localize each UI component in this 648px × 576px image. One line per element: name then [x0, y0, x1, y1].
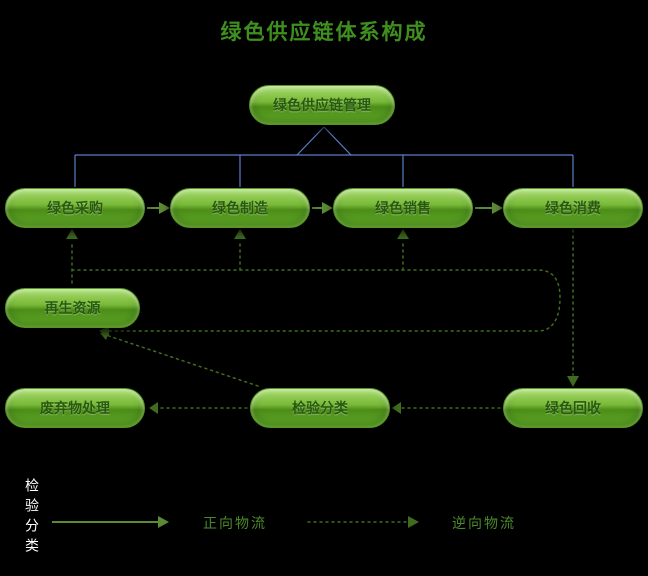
arrowhead [149, 402, 158, 414]
reverse-flow-lines [71, 229, 574, 523]
legend-reverse-label: 逆向物流 [452, 516, 516, 532]
arrow-inspection-to-renewable [105, 334, 259, 387]
node-supply-chain-management: 绿色供应链管理 [249, 85, 395, 125]
node-renewable-resources: 再生资源 [5, 288, 140, 328]
node-green-sales: 绿色销售 [333, 188, 473, 228]
arrowhead [322, 202, 333, 214]
arrowhead [408, 516, 419, 528]
arrowhead [397, 229, 409, 239]
arrowhead [492, 202, 503, 214]
arrowhead [99, 326, 109, 336]
tree-connectors [74, 126, 574, 187]
reverse-flow-arrowheads [66, 229, 579, 528]
tree-drops [74, 155, 574, 187]
arrowhead [392, 402, 401, 414]
arrowhead [234, 229, 246, 239]
arrowhead [159, 202, 170, 214]
arrowhead [158, 516, 169, 528]
arrowhead [567, 376, 579, 387]
legend-side-label: 检验分类 [23, 478, 39, 558]
node-green-procurement: 绿色采购 [5, 188, 145, 228]
forward-flow-lines [52, 207, 493, 523]
node-green-consumption: 绿色消费 [503, 188, 643, 228]
node-green-recycling: 绿色回收 [503, 388, 643, 428]
tree-fan [296, 126, 352, 156]
forward-flow-arrowheads [158, 202, 503, 528]
node-waste-disposal: 废弃物处理 [5, 388, 145, 428]
arrowhead [66, 229, 78, 239]
legend-forward-label: 正向物流 [203, 516, 267, 532]
node-inspection-classification: 检验分类 [250, 388, 390, 428]
node-green-manufacturing: 绿色制造 [170, 188, 310, 228]
diagram-title: 绿色供应链体系构成 [220, 20, 428, 44]
reverse-bus-horizontal [71, 269, 561, 332]
